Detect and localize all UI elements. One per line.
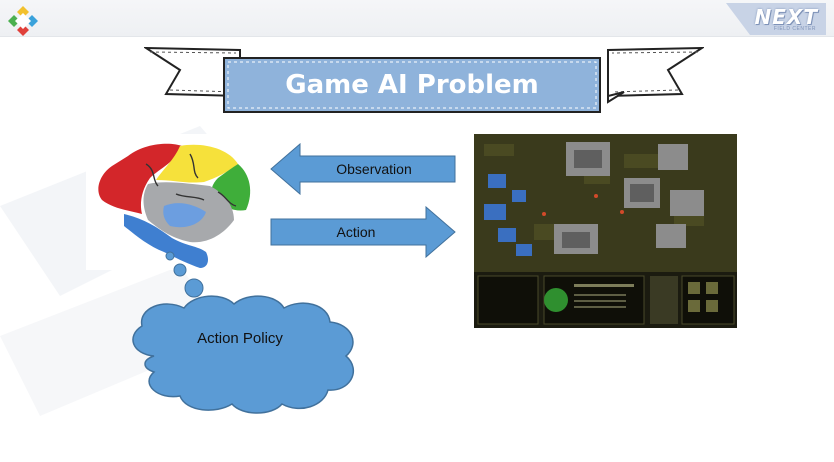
header-bar [0, 0, 834, 37]
next-logo-icon: NEXT FIELD CENTER [724, 2, 828, 36]
action-policy-cloud [132, 295, 355, 414]
observation-label: Observation [336, 161, 412, 177]
game-screenshot-icon [474, 134, 737, 328]
action-label: Action [336, 224, 376, 240]
slide-title: Game AI Problem [285, 70, 539, 100]
observation-arrow [270, 143, 456, 195]
logo-sub: FIELD CENTER [773, 26, 816, 32]
logo-word: NEXT [754, 5, 818, 29]
action-arrow [270, 206, 456, 258]
thought-bubbles [165, 251, 204, 298]
brain-icon [86, 134, 262, 270]
action-policy-label: Action Policy [197, 330, 283, 347]
title-ribbon [144, 46, 704, 113]
brand-diamond-icon [8, 6, 38, 36]
